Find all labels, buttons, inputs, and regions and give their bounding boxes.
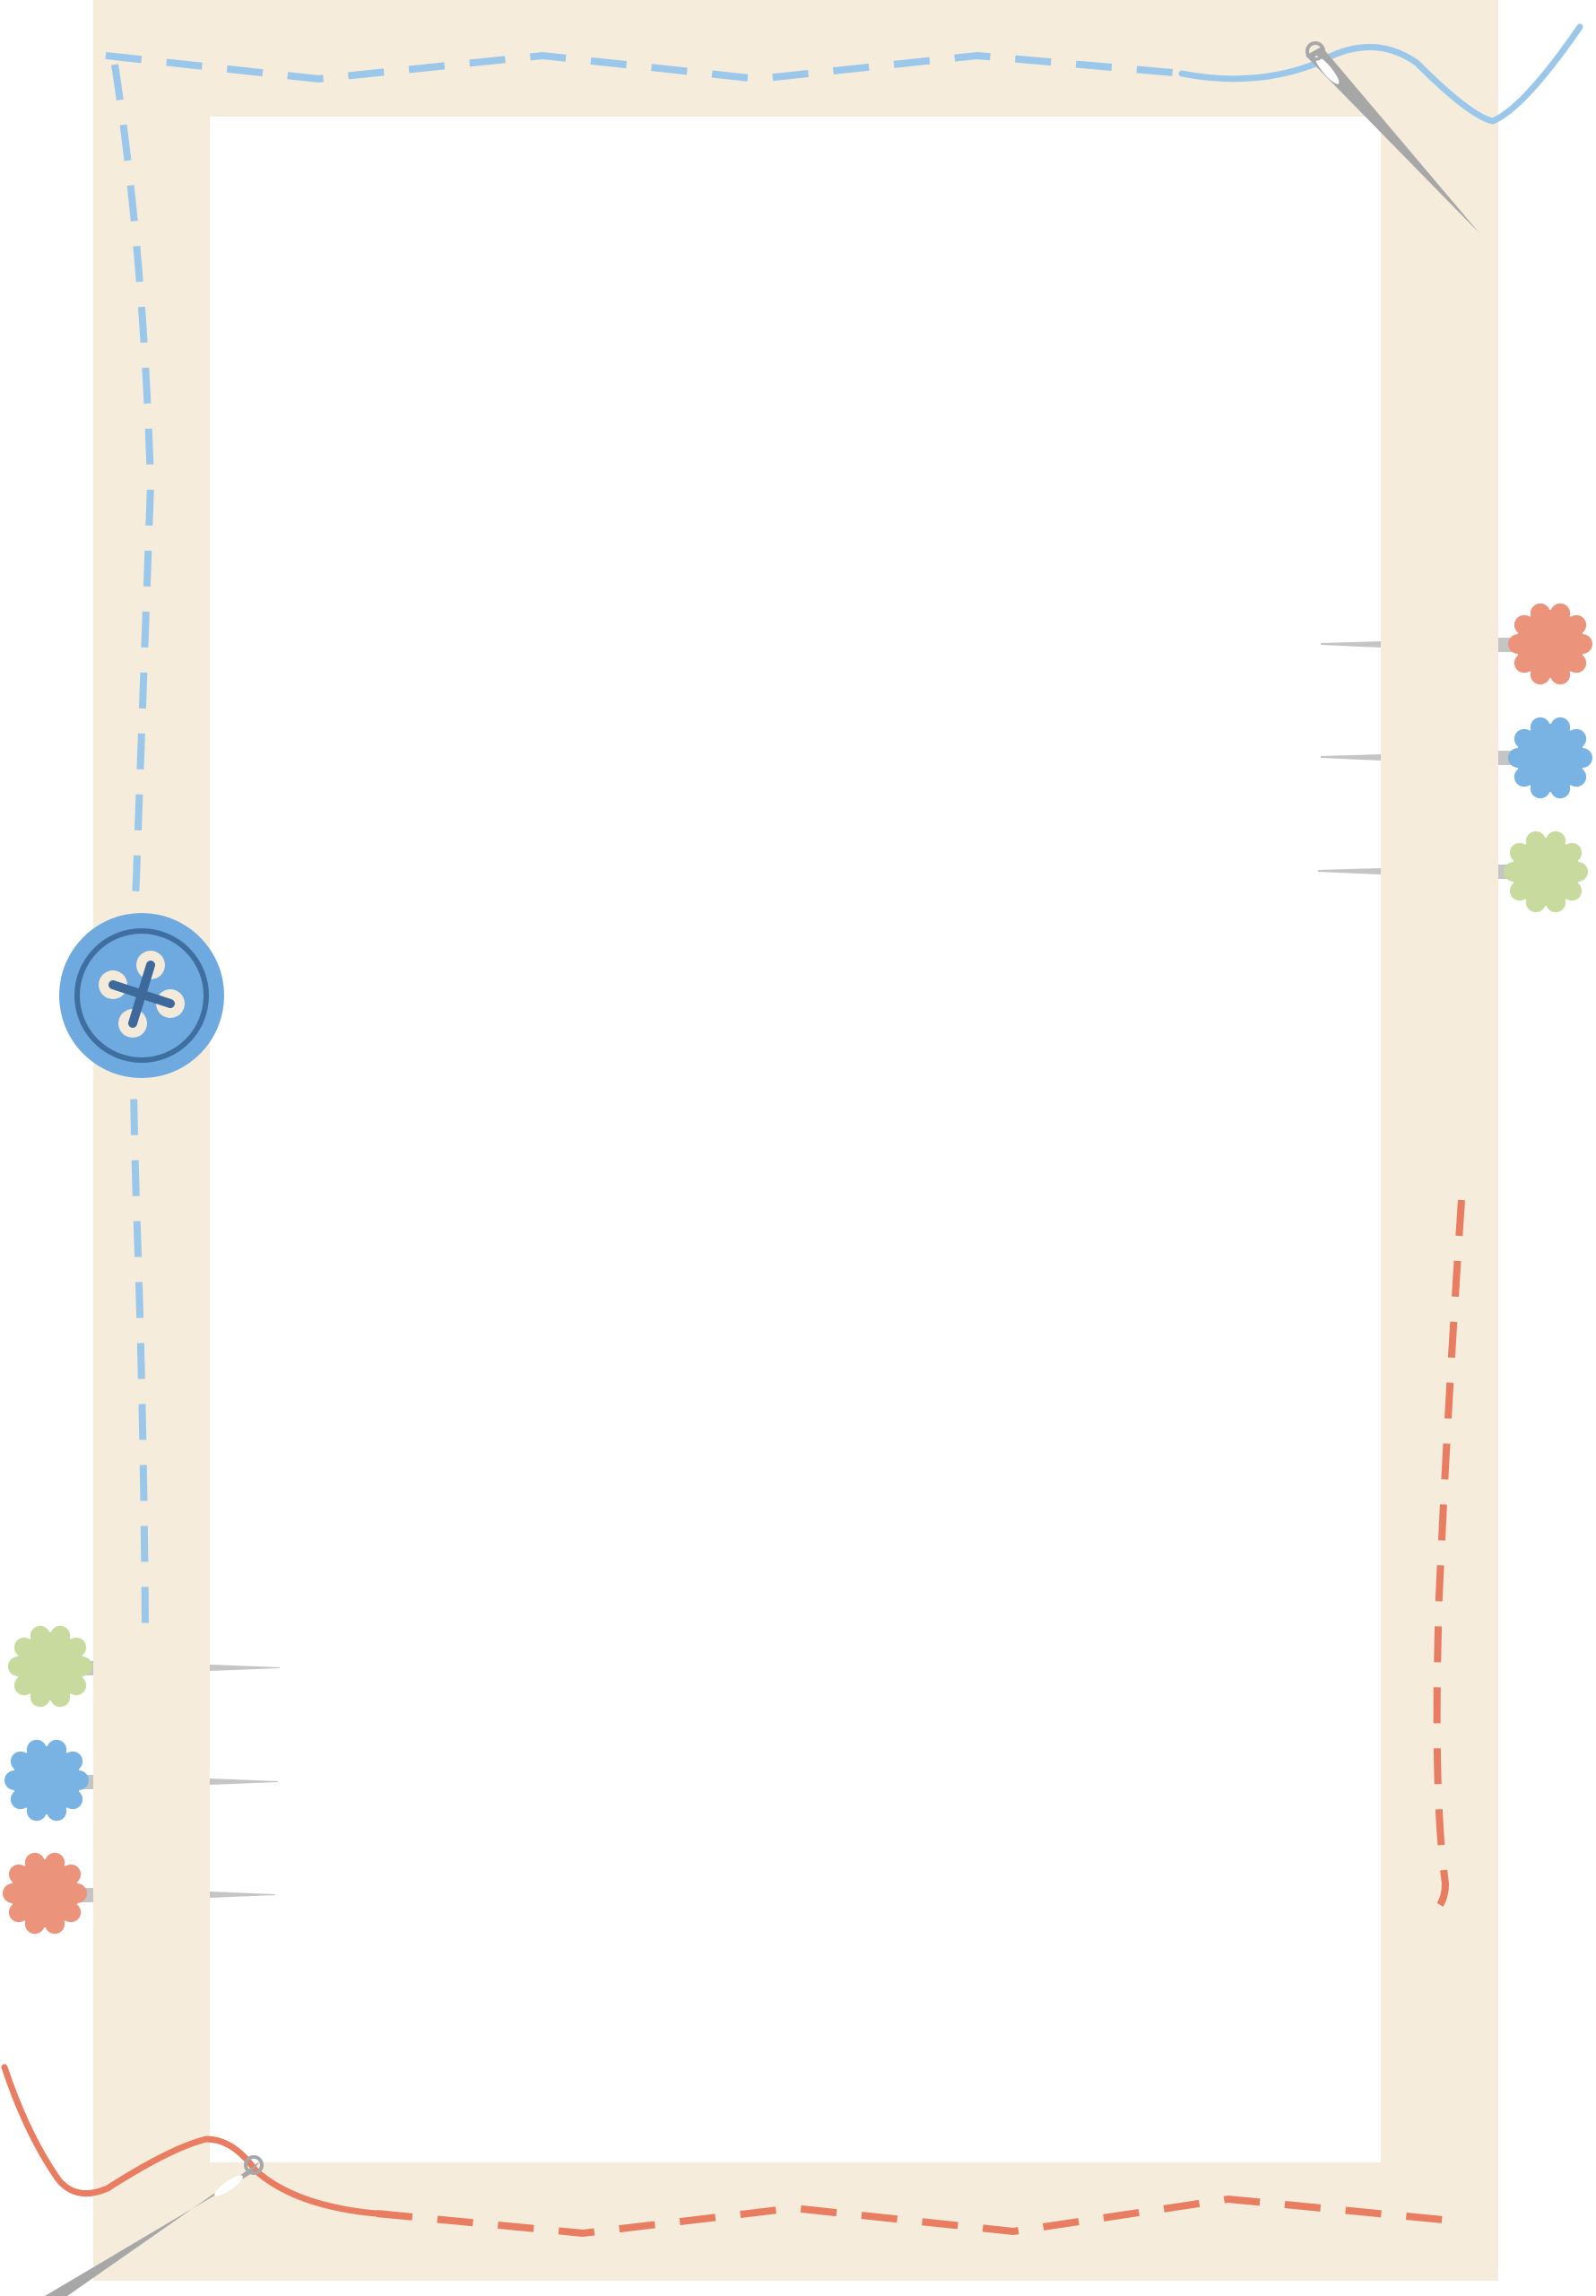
pin-head-scallop [1550, 778, 1571, 799]
blue-thread [1178, 23, 1583, 125]
pin-head-scallop [1562, 881, 1583, 901]
pin-head-scallop [61, 1864, 82, 1884]
pin-head-scallop [3, 1883, 22, 1903]
pin-head-scallop [1514, 767, 1534, 787]
pin-head-scallop [1509, 881, 1530, 901]
pin-head-scallop [1508, 748, 1528, 768]
pin-head-scallop [1566, 653, 1587, 674]
pin-head-scallop [67, 1883, 87, 1903]
pin-head-scallop [1550, 717, 1571, 737]
pin-head-scallop [1566, 614, 1587, 635]
pin-head-scallop [1568, 862, 1588, 882]
pin-head-scallop [8, 1902, 29, 1923]
pin-head-scallop [1514, 614, 1534, 635]
pin-head-scallop [1573, 748, 1592, 768]
pin-blue-icon [4, 1739, 278, 1822]
pin-head-scallop [47, 1739, 67, 1760]
sewing-button-icon [59, 913, 224, 1078]
pin-head-scallop [45, 1852, 65, 1873]
pin-green-icon [1318, 831, 1588, 913]
pin-head-scallop [1525, 892, 1546, 913]
pin-head-scallop [45, 1914, 65, 1935]
pin-head-scallop [26, 1739, 47, 1760]
pin-head-scallop [8, 1864, 29, 1884]
needle-icon [45, 2155, 264, 2296]
red-thread [1, 2064, 380, 2217]
pin-head-scallop [1562, 842, 1583, 863]
needle-icon [1305, 41, 1479, 233]
pin-head-scallop [24, 1914, 45, 1935]
blue-dashed-stitch [105, 51, 1184, 1624]
pin-head-scallop [66, 1637, 87, 1657]
pin-head-scallop [1566, 728, 1587, 749]
pin-head-scallop [1566, 767, 1587, 787]
pin-head-scallop [1546, 892, 1566, 913]
pin-head-scallop [24, 1852, 45, 1873]
pin-head-scallop [1546, 831, 1566, 851]
pin-head-scallop [1525, 831, 1546, 851]
pin-head-scallop [13, 1637, 34, 1657]
pin-head-scallop [1514, 653, 1534, 674]
pin-head-scallop [1550, 603, 1571, 623]
pin-head-scallop [30, 1687, 50, 1708]
pin-red-icon [3, 1852, 275, 1935]
pin-head-scallop [4, 1770, 24, 1790]
pin-blue-icon [1321, 717, 1592, 799]
pin-head-scallop [26, 1801, 47, 1822]
pin-head-scallop [73, 1657, 92, 1676]
pin-head-scallop [8, 1657, 28, 1676]
pin-head-scallop [1530, 603, 1550, 623]
pin-head-scallop [1530, 778, 1550, 799]
pin-head-scallop [13, 1675, 34, 1696]
pin-head-scallop [1509, 842, 1530, 863]
red-dashed-stitch [376, 1199, 1465, 2238]
pin-head-scallop [1504, 862, 1523, 882]
pin-head-scallop [1550, 665, 1571, 685]
pin-head-scallop [63, 1789, 83, 1810]
pin-head-scallop [66, 1675, 87, 1696]
pin-head-scallop [1530, 665, 1550, 685]
pin-head-scallop [30, 1625, 50, 1646]
pin-head-scallop [47, 1801, 67, 1822]
pin-head-scallop [1573, 634, 1592, 654]
pin-head-scallop [50, 1625, 71, 1646]
pin-head-scallop [1530, 717, 1550, 737]
pin-head-scallop [1514, 728, 1534, 749]
pin-head-scallop [61, 1902, 82, 1923]
pin-head-scallop [69, 1770, 89, 1790]
pin-head-scallop [1508, 634, 1528, 654]
pin-head-scallop [10, 1751, 30, 1771]
pin-head-scallop [10, 1789, 30, 1810]
pin-green-icon [8, 1625, 280, 1708]
pin-head-scallop [63, 1751, 83, 1771]
blank-content-area [210, 117, 1381, 2162]
pin-red-icon [1321, 603, 1592, 685]
pin-head-scallop [50, 1687, 71, 1708]
